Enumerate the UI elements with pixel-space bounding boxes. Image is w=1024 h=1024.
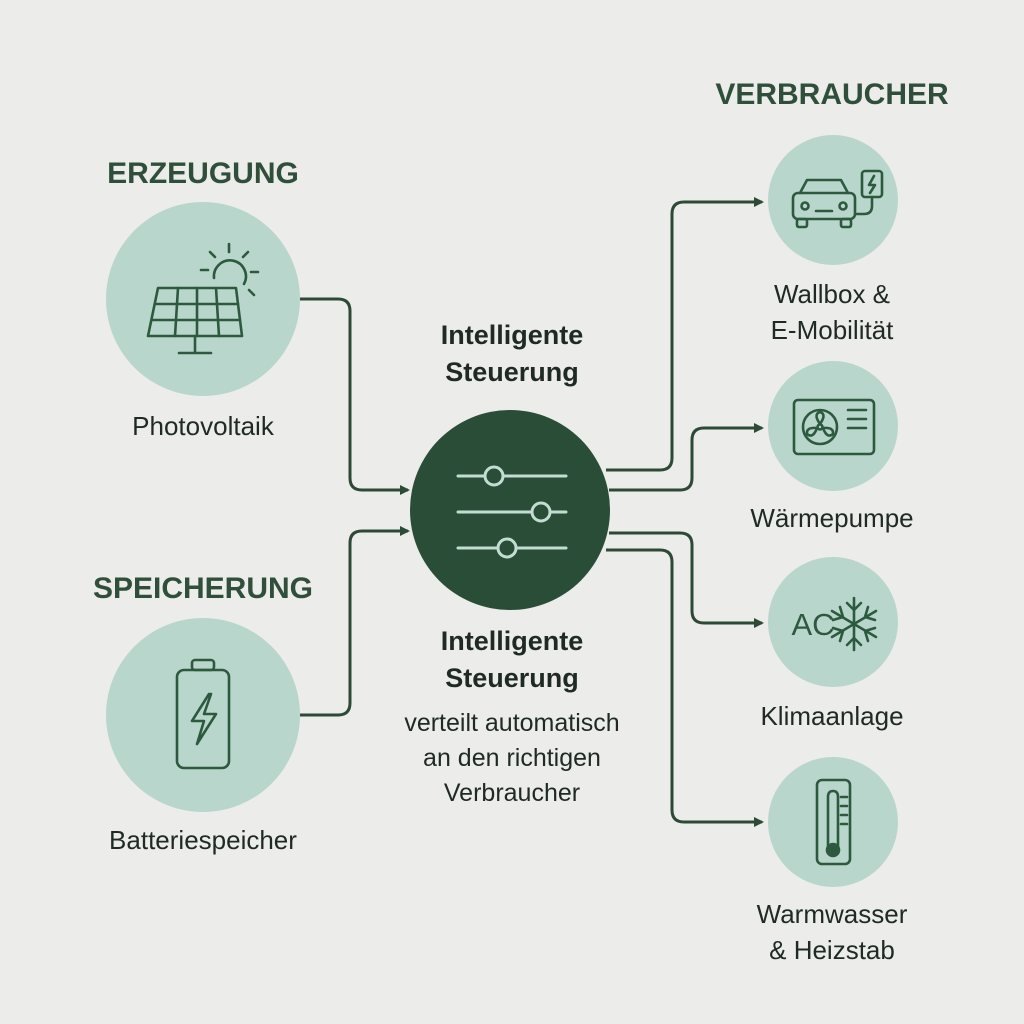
- connector-klimaanlage: [609, 531, 764, 628]
- wallbox-node: [768, 135, 898, 265]
- thermometer-icon: [815, 778, 852, 866]
- center-title-top-line2: Steuerung: [445, 357, 579, 387]
- warmwasser-node: [768, 757, 898, 887]
- connector-warmwasser: [606, 548, 764, 827]
- waermepumpe-label: Wärmepumpe: [750, 503, 913, 533]
- connector-photovoltaik: [300, 297, 410, 495]
- center-description-line3: Verbraucher: [444, 779, 580, 807]
- sliders-icon: [456, 465, 568, 559]
- section-heading-verbraucher: VERBRAUCHER: [715, 78, 949, 111]
- center-title-bottom-line2: Steuerung: [445, 663, 579, 693]
- warmwasser-label-line1: Warmwasser: [757, 899, 908, 929]
- intelligent-control-hub: [410, 410, 610, 610]
- solar-panel-icon: [146, 242, 260, 355]
- air-conditioner-icon: AC: [791, 596, 878, 652]
- center-title-top-line1: Intelligente: [441, 320, 584, 350]
- batteriespeicher-node: [106, 618, 300, 812]
- center-description-line2: an den richtigen: [423, 744, 601, 772]
- center-title-bottom-line1: Intelligente: [441, 626, 584, 656]
- connector-batteriespeicher: [300, 526, 410, 717]
- waermepumpe-node: [768, 361, 898, 491]
- connector-waermepumpe: [609, 423, 764, 492]
- section-heading-erzeugung: ERZEUGUNG: [107, 157, 299, 190]
- heat-pump-icon: [792, 398, 876, 456]
- photovoltaik-label: Photovoltaik: [132, 411, 275, 441]
- battery-icon: [175, 658, 231, 770]
- warmwasser-label-line2: & Heizstab: [769, 935, 895, 965]
- batteriespeicher-label: Batteriespeicher: [109, 825, 297, 855]
- klimaanlage-node: [768, 557, 898, 687]
- wallbox-label-line2: E-Mobilität: [771, 315, 895, 345]
- connector-wallbox: [606, 197, 764, 472]
- klimaanlage-label: Klimaanlage: [760, 701, 903, 731]
- section-heading-speicherung: SPEICHERUNG: [93, 572, 313, 605]
- wallbox-label-line1: Wallbox &: [774, 279, 890, 309]
- center-description-line1: verteilt automatisch: [404, 709, 619, 737]
- svg-text:AC: AC: [791, 607, 834, 642]
- ev-charger-icon: [791, 169, 884, 229]
- photovoltaik-node: [106, 202, 300, 396]
